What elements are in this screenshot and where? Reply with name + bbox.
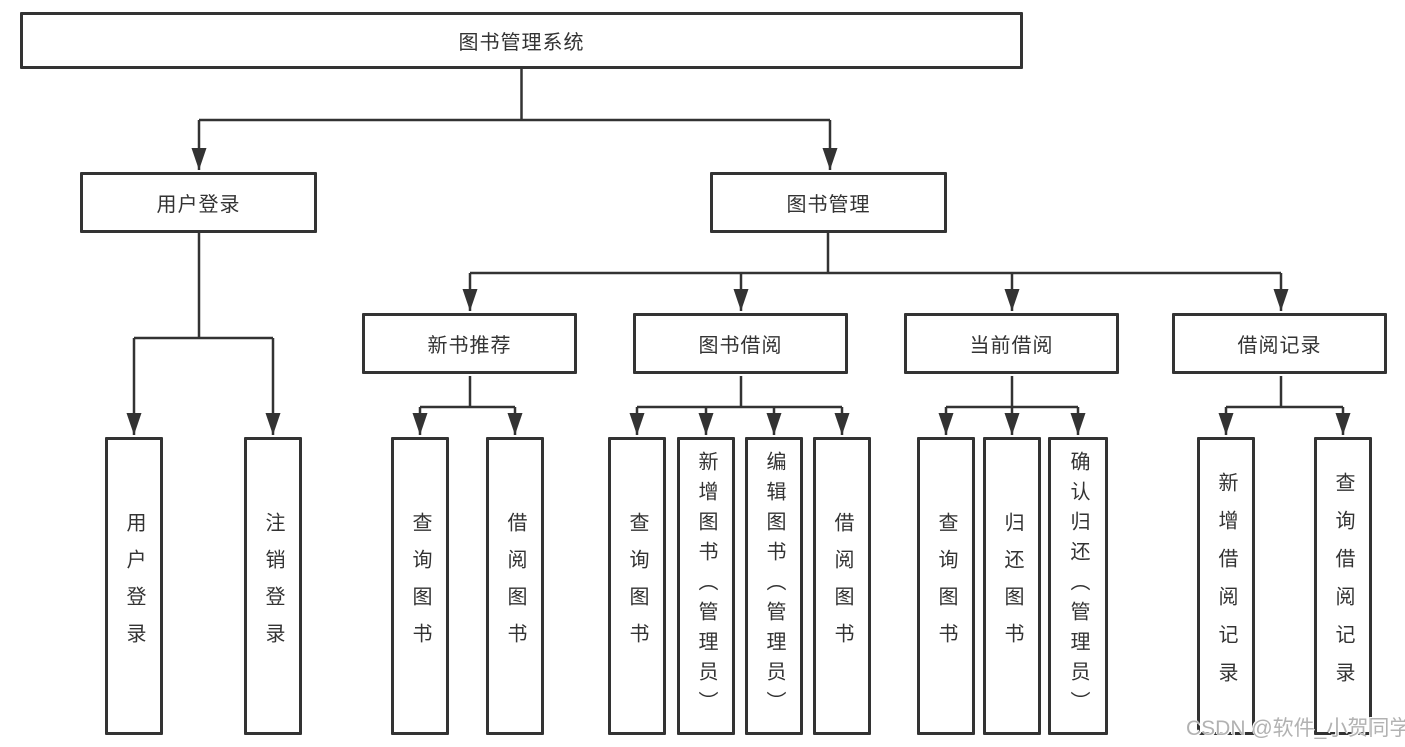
node-root: 图书管理系统 — [20, 12, 1023, 69]
leaf-query-books-recommend: 查询图书 — [391, 437, 449, 735]
leaf-add-borrow-record-label: 新增借阅记录 — [1215, 472, 1237, 700]
leaf-logout: 注销登录 — [244, 437, 302, 735]
leaf-edit-book-admin-label: 编辑图书（管理员） — [763, 451, 785, 721]
leaf-user-login: 用户登录 — [105, 437, 163, 735]
leaf-borrow-books-recommend: 借阅图书 — [486, 437, 544, 735]
leaf-query-books-recommend-label: 查询图书 — [409, 512, 431, 660]
connector-arrows — [126, 120, 1351, 435]
node-user-login: 用户登录 — [80, 172, 317, 233]
node-book-borrow: 图书借阅 — [633, 313, 848, 374]
leaf-query-books-current: 查询图书 — [917, 437, 975, 735]
leaf-user-login-label: 用户登录 — [123, 512, 145, 660]
node-book-borrow-label: 图书借阅 — [698, 335, 783, 357]
node-borrow-records: 借阅记录 — [1172, 313, 1387, 374]
leaf-confirm-return-admin: 确认归还（管理员） — [1048, 437, 1108, 735]
leaf-query-books-borrow: 查询图书 — [608, 437, 666, 735]
leaf-return-book-label: 归还图书 — [1001, 512, 1023, 660]
node-current-borrow-label: 当前借阅 — [969, 335, 1054, 357]
node-user-login-label: 用户登录 — [156, 194, 241, 216]
leaf-query-books-borrow-label: 查询图书 — [626, 512, 648, 660]
node-current-borrow: 当前借阅 — [904, 313, 1119, 374]
leaf-edit-book-admin: 编辑图书（管理员） — [745, 437, 803, 735]
leaf-return-book: 归还图书 — [983, 437, 1041, 735]
node-new-book-recommend-label: 新书推荐 — [427, 335, 512, 357]
leaf-logout-label: 注销登录 — [262, 512, 284, 660]
leaf-add-book-admin: 新增图书（管理员） — [677, 437, 735, 735]
leaf-confirm-return-admin-label: 确认归还（管理员） — [1067, 451, 1089, 721]
leaf-query-borrow-record: 查询借阅记录 — [1314, 437, 1372, 735]
leaf-borrow-books-label: 借阅图书 — [831, 512, 853, 660]
leaf-query-borrow-record-label: 查询借阅记录 — [1332, 472, 1354, 700]
leaf-borrow-books-recommend-label: 借阅图书 — [504, 512, 526, 660]
leaf-add-borrow-record: 新增借阅记录 — [1197, 437, 1255, 735]
node-book-management: 图书管理 — [710, 172, 947, 233]
leaf-add-book-admin-label: 新增图书（管理员） — [695, 451, 717, 721]
node-book-management-label: 图书管理 — [786, 194, 871, 216]
node-new-book-recommend: 新书推荐 — [362, 313, 577, 374]
connector-skeleton — [134, 69, 1343, 409]
watermark: CSDN @软件_小贺同学 — [1186, 717, 1405, 740]
node-root-label: 图书管理系统 — [458, 32, 585, 54]
leaf-query-books-current-label: 查询图书 — [935, 512, 957, 660]
leaf-borrow-books: 借阅图书 — [813, 437, 871, 735]
node-borrow-records-label: 借阅记录 — [1237, 335, 1322, 357]
